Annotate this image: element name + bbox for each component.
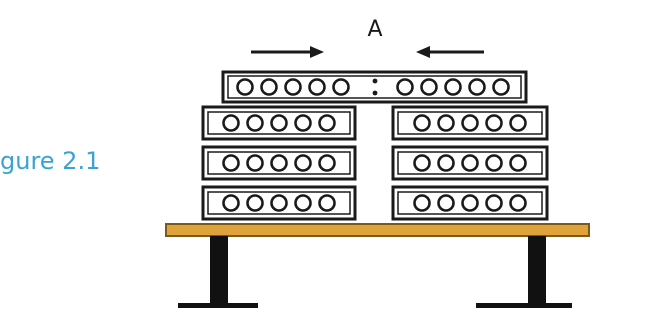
right-block-inner [397, 111, 543, 135]
top-block [221, 70, 528, 104]
right-block [391, 105, 549, 141]
left-block-circle [246, 194, 264, 212]
left-block-circle [294, 194, 312, 212]
top-block-right-circle [444, 78, 462, 96]
top-block-left-circle [284, 78, 302, 96]
left-block-circle [246, 154, 264, 172]
arrows-group [251, 46, 484, 58]
right-block-circle [437, 154, 455, 172]
left-block-circle [270, 114, 288, 132]
right-block-circle [485, 154, 503, 172]
right-block-circle [485, 114, 503, 132]
table-foot-right [476, 303, 572, 308]
top-label: A [367, 17, 382, 42]
top-block-right-circle [396, 78, 414, 96]
right-block-circle [437, 114, 455, 132]
table-top [165, 223, 590, 237]
top-block-left-circle [236, 78, 254, 96]
left-block [201, 105, 357, 141]
right-block-circle [461, 114, 479, 132]
left-block-inner [207, 191, 351, 215]
table-leg-right [528, 236, 546, 306]
left-block [201, 145, 357, 181]
top-block-inner [227, 75, 522, 99]
right-block-circle [413, 194, 431, 212]
left-block-circle [222, 194, 240, 212]
right-block-circle [413, 154, 431, 172]
left-block-circle [222, 154, 240, 172]
left-block-circle [318, 154, 336, 172]
right-block [391, 185, 549, 221]
top-block-right-circle [468, 78, 486, 96]
top-block-left-circle [260, 78, 278, 96]
left-arrow [251, 46, 324, 58]
left-block-circle [318, 194, 336, 212]
right-block-inner [397, 191, 543, 215]
joint-dot-upper [372, 78, 378, 84]
left-arrow-head [310, 46, 324, 58]
top-block-right-circle [492, 78, 510, 96]
right-block [391, 145, 549, 181]
left-block-circle [246, 114, 264, 132]
table-foot-left [178, 303, 258, 308]
left-block-inner [207, 151, 351, 175]
left-block-circle [270, 154, 288, 172]
right-arrow-head [416, 46, 430, 58]
left-stack [201, 105, 357, 221]
joint-dot-lower [372, 90, 378, 96]
left-block-circle [294, 114, 312, 132]
right-block-circle [461, 154, 479, 172]
right-block-circle [509, 114, 527, 132]
right-block-circle [413, 114, 431, 132]
table [165, 223, 590, 308]
right-block-inner [397, 151, 543, 175]
right-block-circle [509, 194, 527, 212]
right-block-circle [485, 194, 503, 212]
left-block-circle [222, 114, 240, 132]
right-arrow [416, 46, 484, 58]
top-block-right-circle [420, 78, 438, 96]
left-block-circle [270, 194, 288, 212]
right-stack [391, 105, 549, 221]
left-block-circle [318, 114, 336, 132]
left-block [201, 185, 357, 221]
left-block-inner [207, 111, 351, 135]
right-block-circle [461, 194, 479, 212]
left-block-circle [294, 154, 312, 172]
figure-caption: gure 2.1 [0, 147, 101, 175]
top-block-left-circle [332, 78, 350, 96]
right-block-circle [437, 194, 455, 212]
top-block-left-circle [308, 78, 326, 96]
table-leg-left [210, 236, 228, 306]
right-block-circle [509, 154, 527, 172]
